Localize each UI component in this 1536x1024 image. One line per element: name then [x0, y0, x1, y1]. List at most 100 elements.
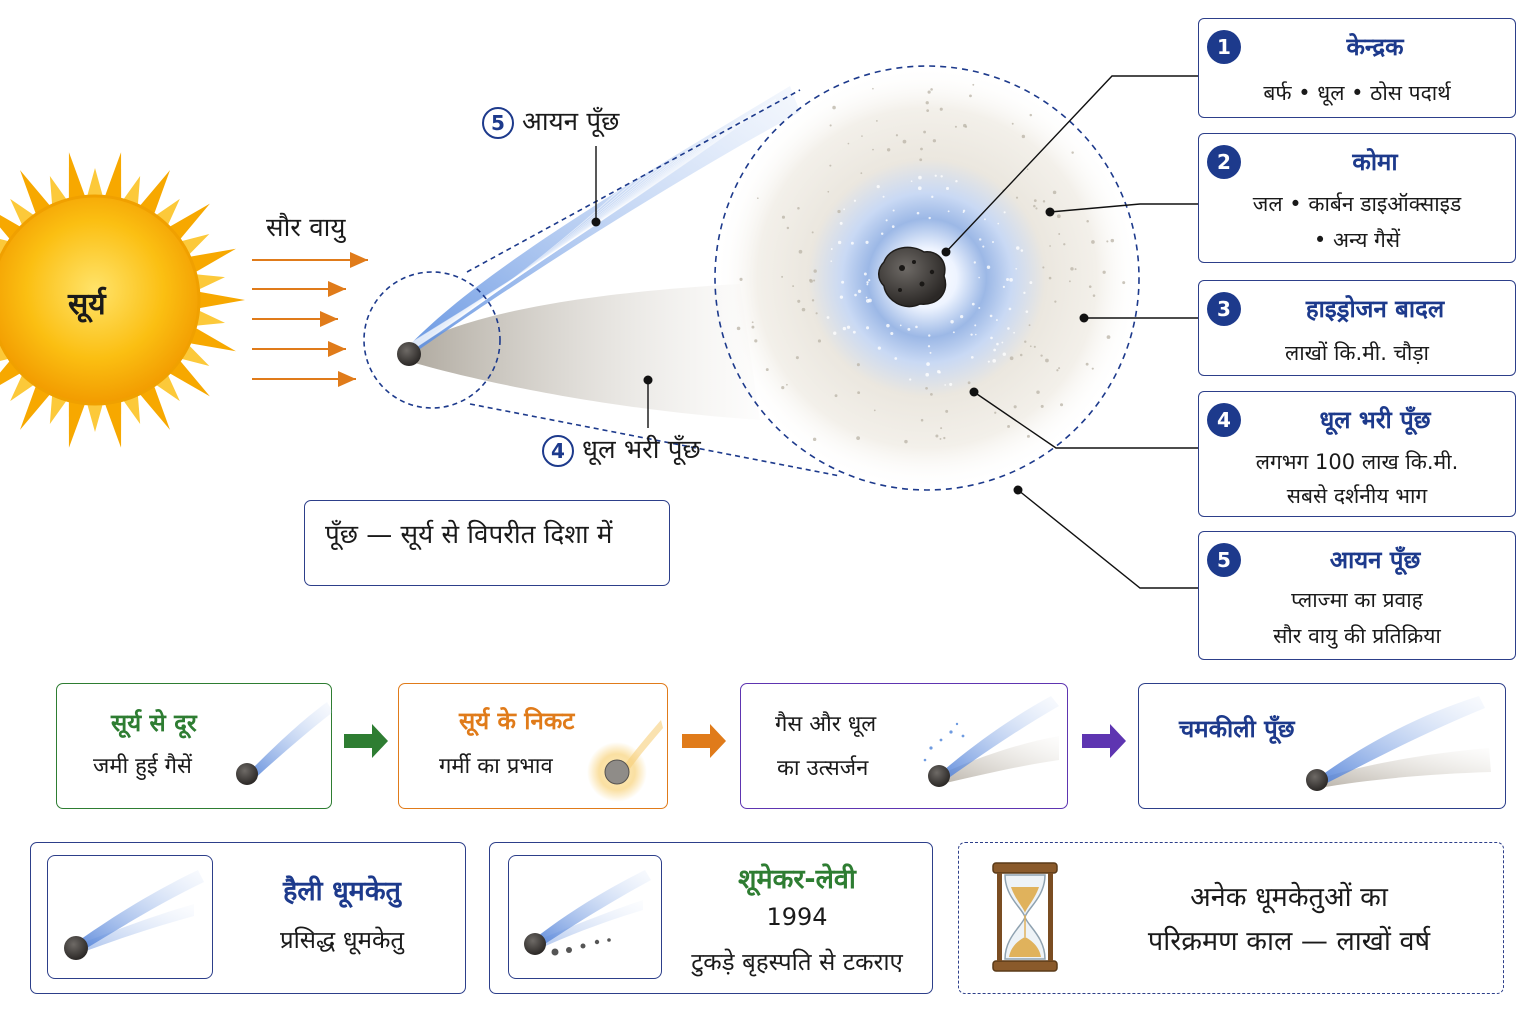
- direction-note-box: पूँछ — सूर्य से विपरीत दिशा में: [304, 500, 670, 586]
- coma-particle: [798, 249, 803, 254]
- coma-particle: [1040, 404, 1044, 408]
- coma-particle: [866, 281, 869, 284]
- stage-arrows: [344, 724, 1126, 758]
- coma-particle: [899, 324, 902, 327]
- coma-particle: [1028, 324, 1031, 327]
- coma-particle: [863, 272, 867, 276]
- callout-coma: 2 कोमा जल • कार्बन डाइऑक्साइड • अन्य गैस…: [1198, 133, 1516, 263]
- coma-particle: [943, 436, 946, 440]
- coma-particle: [875, 120, 878, 122]
- coma-particle: [1009, 356, 1014, 361]
- coma-particle: [1071, 151, 1074, 154]
- coma-particle: [944, 384, 947, 386]
- coma-particle: [996, 342, 999, 346]
- coma-particle: [1058, 367, 1061, 370]
- coma-particle: [843, 208, 846, 211]
- coma-particle: [987, 360, 990, 363]
- dust-tail: [405, 284, 760, 420]
- callout-number: 1: [1207, 30, 1241, 64]
- callout-dots: [591, 207, 1089, 495]
- stage-title: गैस और धूल: [775, 712, 877, 737]
- sun-ray: [20, 170, 53, 219]
- coma-particle: [1052, 190, 1057, 195]
- coma-enlarged: [714, 65, 1140, 491]
- dust-tail-text: धूल भरी पूँछ: [582, 435, 701, 465]
- sun: [0, 152, 245, 448]
- example-title: हैली धूमकेतु: [283, 876, 401, 907]
- coma-particle: [857, 391, 861, 395]
- coma-particle: [1006, 277, 1010, 281]
- sun-ray: [86, 399, 104, 432]
- coma-particle: [927, 90, 931, 94]
- coma-particle: [837, 209, 841, 214]
- coma-particle: [925, 101, 929, 105]
- coma-particle: [876, 184, 880, 189]
- coma-particle: [989, 314, 993, 318]
- coma-particle: [930, 88, 933, 91]
- sun-ray: [194, 291, 245, 309]
- coma-particle: [781, 215, 786, 219]
- sun-ray: [185, 248, 236, 275]
- coma-particle: [938, 371, 941, 374]
- stage-comet-glow-icon: [587, 720, 663, 802]
- coma-particle: [829, 124, 832, 127]
- small-nucleus: [397, 342, 421, 366]
- coma-particle: [910, 180, 913, 183]
- coma-particle: [1013, 331, 1015, 334]
- example-line: 1994: [766, 903, 828, 931]
- sun-ray: [165, 357, 210, 397]
- coma-particle: [809, 278, 812, 282]
- coma-particle: [854, 293, 857, 297]
- sun-ray: [103, 152, 122, 204]
- coma-particle: [1003, 211, 1006, 214]
- coma-particle: [830, 248, 833, 250]
- solar-wind-label: सौर वायु: [266, 213, 346, 243]
- coma-particle: [929, 351, 932, 354]
- coma-particle: [945, 409, 949, 413]
- coma-particle: [1029, 345, 1032, 348]
- coma-particle: [954, 125, 957, 128]
- coma-particle: [927, 345, 931, 348]
- coma-particle: [834, 394, 838, 398]
- coma-particle: [811, 299, 815, 302]
- coma-particle: [920, 147, 923, 151]
- coma-particle: [892, 209, 895, 212]
- coma-particle: [1024, 340, 1027, 343]
- coma-particle: [1011, 122, 1014, 125]
- coma-particle: [813, 269, 817, 273]
- coma-particle: [1060, 403, 1064, 407]
- coma-particle: [839, 295, 844, 299]
- coma-particle: [1056, 214, 1061, 219]
- coma-particle: [1019, 353, 1023, 357]
- coma-particle: [950, 320, 954, 324]
- example-line: परिक्रमण काल — लाखों वर्ष: [1147, 926, 1431, 957]
- stage-bright-tail: चमकीली पूँछ: [1138, 683, 1506, 809]
- coma-particle: [817, 339, 822, 343]
- coma-particle: [739, 277, 743, 281]
- coma-particle: [1035, 207, 1038, 210]
- coma-particle: [972, 83, 975, 86]
- callout-line: प्लाज्मा का प्रवाह: [1291, 588, 1423, 612]
- coma-particle: [1033, 199, 1037, 202]
- coma-particle: [952, 331, 955, 334]
- callout-title: केन्द्रक: [1346, 33, 1404, 61]
- sun-ray: [137, 381, 170, 430]
- callout-dust-tail: 4 धूल भरी पूँछ लगभग 100 लाख कि.मी. सबसे …: [1198, 391, 1516, 517]
- coma-particle: [1063, 243, 1066, 246]
- coma-particle: [1058, 233, 1061, 235]
- stage-gas-dust-release: गैस और धूल का उत्सर्जन: [740, 683, 1068, 809]
- coma-particle: [982, 245, 985, 248]
- coma-particle: [827, 190, 830, 193]
- zoom-circle-small: [363, 271, 501, 409]
- coma-particle: [1036, 390, 1040, 394]
- coma-particle: [909, 378, 912, 381]
- zoom-tangent-lines: [466, 89, 841, 477]
- coma-particle: [839, 221, 843, 225]
- callout-line: • अन्य गैसें: [1313, 228, 1401, 252]
- coma-particle: [1088, 285, 1092, 288]
- coma-particle: [1068, 280, 1071, 283]
- stage-title: सूर्य से दूर: [111, 709, 197, 737]
- coma-particle: [928, 334, 931, 337]
- coma-particle: [886, 323, 890, 328]
- coma-particle: [1009, 277, 1013, 282]
